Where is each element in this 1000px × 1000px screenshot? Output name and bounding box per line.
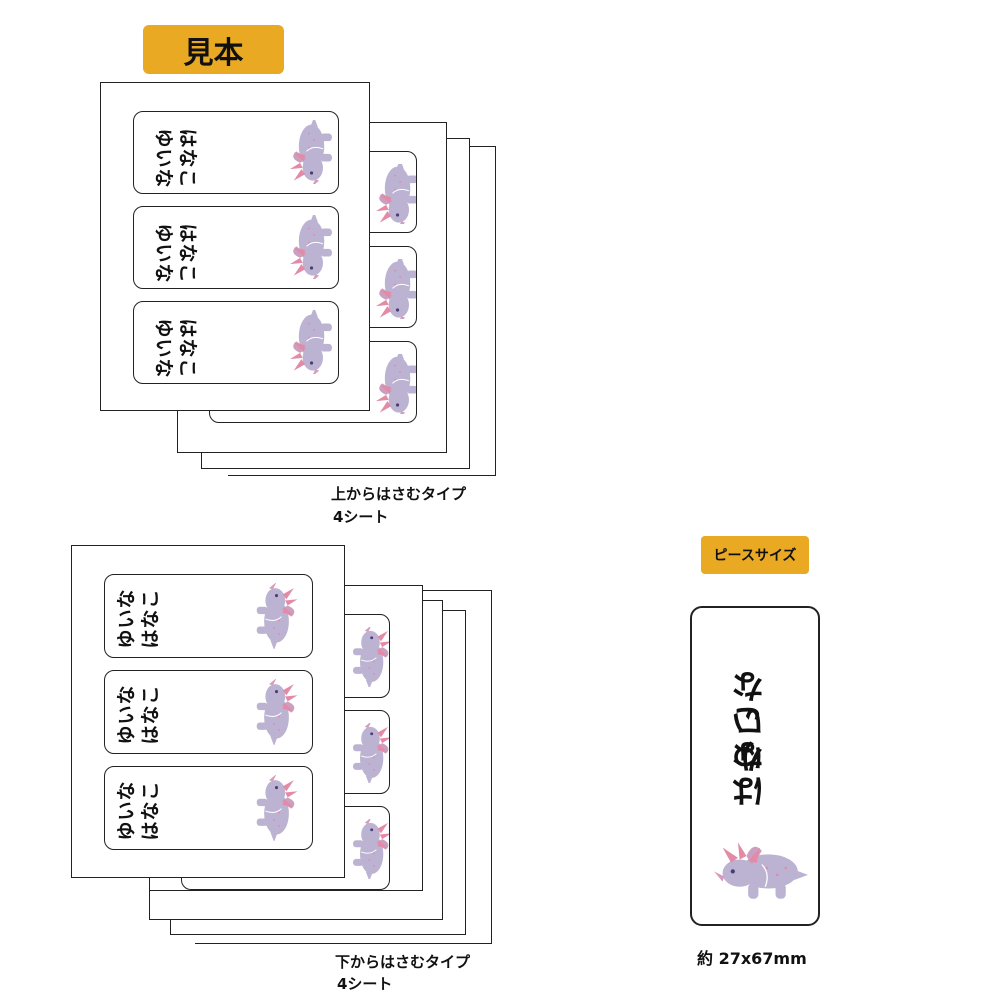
bottom-type-title: 下からはさむタイプ (335, 953, 471, 971)
triceratops-icon (274, 120, 339, 184)
label-name-first: ゆいな (115, 780, 138, 841)
triceratops-icon (714, 828, 808, 908)
piece-label: はなこ ゆいな (690, 606, 820, 926)
label-name-last: はなこ (176, 318, 199, 379)
label-sticker: はなこ ゆいな (133, 111, 339, 194)
triceratops-icon (245, 583, 313, 649)
sheet-front: ゆいな はなこ ゆいな はなこ ゆいな はなこ (71, 545, 345, 878)
piece-size-badge-text: ピースサイズ (713, 548, 797, 564)
triceratops-icon (342, 627, 390, 687)
triceratops-icon (245, 679, 313, 745)
label-name-first: ゆいな (152, 223, 175, 284)
label-name-first: ゆいな (152, 128, 175, 189)
label-sticker: はなこ ゆいな (133, 206, 339, 289)
sample-badge-text: 見本 (183, 35, 244, 71)
sample-badge: 見本 (143, 25, 284, 74)
piece-name-first: ゆいな (731, 668, 770, 773)
triceratops-icon (342, 819, 390, 879)
label-sticker: ゆいな はなこ (104, 670, 313, 754)
label-name-first: ゆいな (115, 684, 138, 745)
piece-size-text: 約 27x67mm (697, 949, 807, 968)
triceratops-icon (245, 775, 313, 841)
label-name-last: はなこ (139, 684, 162, 745)
top-type-title: 上からはさむタイプ (331, 485, 467, 503)
label-name-first: ゆいな (115, 588, 138, 649)
label-name-first: ゆいな (152, 318, 175, 379)
triceratops-icon (342, 723, 390, 783)
label-name-last: はなこ (139, 780, 162, 841)
piece-size-badge: ピースサイズ (701, 536, 809, 574)
label-sticker: はなこ ゆいな (133, 301, 339, 384)
triceratops-icon (274, 310, 339, 374)
label-sticker: ゆいな はなこ (104, 766, 313, 850)
label-name-last: はなこ (139, 588, 162, 649)
label-name-last: はなこ (176, 223, 199, 284)
sheet-front: はなこ ゆいな はなこ ゆいな はなこ ゆいな (100, 82, 370, 411)
bottom-type-count: 4シート (337, 975, 393, 993)
label-name-last: はなこ (176, 128, 199, 189)
top-type-count: 4シート (333, 508, 389, 526)
triceratops-icon (274, 215, 339, 279)
label-sticker: ゆいな はなこ (104, 574, 313, 658)
